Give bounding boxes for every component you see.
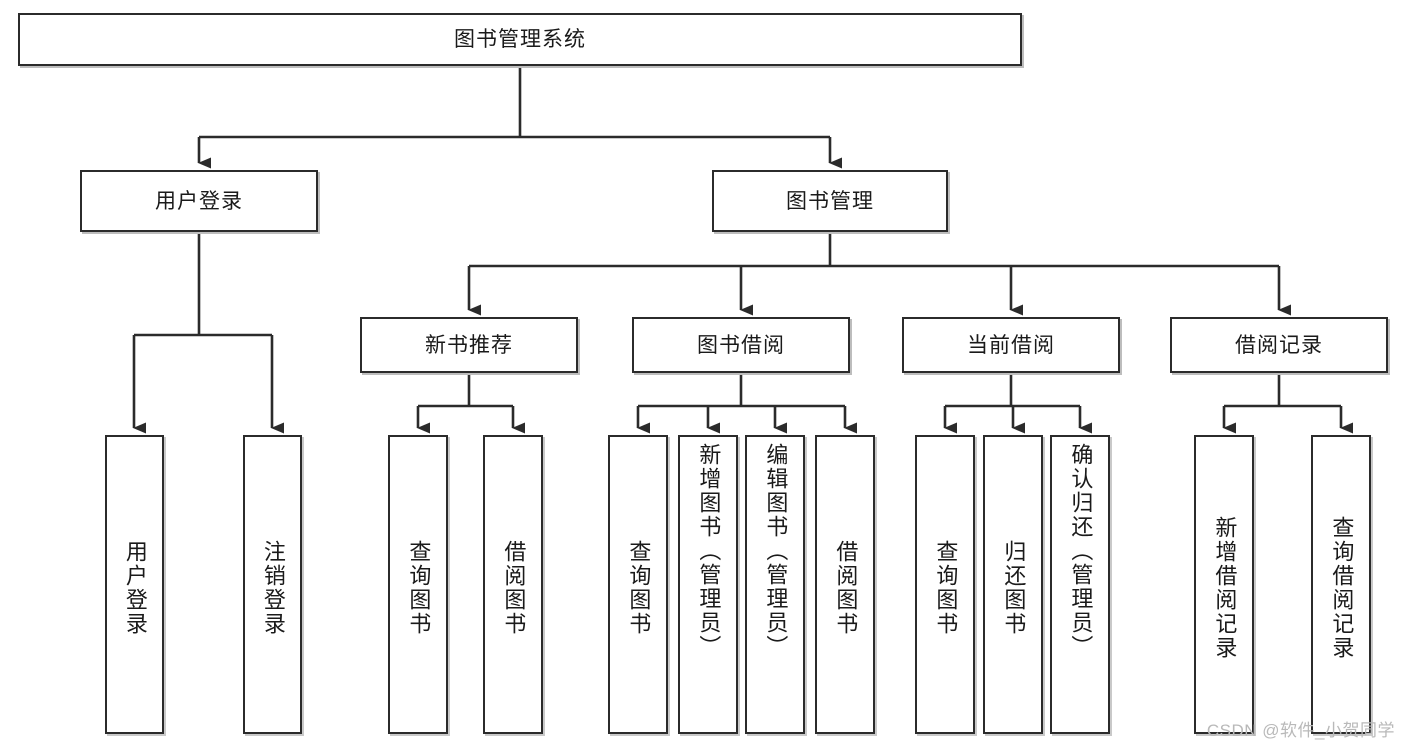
node-current-borrow-label: 当前借阅	[967, 333, 1055, 357]
node-book-management-label: 图书管理	[786, 189, 874, 213]
node-book-borrow[interactable]: 图书借阅	[632, 317, 850, 373]
leaf-logout[interactable]: 注销登录	[243, 435, 302, 734]
leaf-add-book-admin-label: 新增图书（管理员）	[696, 443, 722, 659]
leaf-edit-book-admin-label: 编辑图书（管理员）	[763, 443, 789, 659]
leaf-user-login[interactable]: 用户登录	[105, 435, 164, 734]
leaf-borrow-book-recommend[interactable]: 借阅图书	[483, 435, 543, 734]
node-current-borrow[interactable]: 当前借阅	[902, 317, 1120, 373]
node-book-borrow-label: 图书借阅	[697, 333, 785, 357]
node-root[interactable]: 图书管理系统	[18, 13, 1022, 66]
csdn-watermark: CSDN @软件_小贺同学	[1206, 721, 1395, 740]
leaf-add-book-admin[interactable]: 新增图书（管理员）	[678, 435, 738, 734]
leaf-borrow-book-label: 借阅图书	[833, 539, 859, 636]
leaf-return-book[interactable]: 归还图书	[983, 435, 1043, 734]
node-user-login[interactable]: 用户登录	[80, 170, 318, 232]
leaf-query-book-current-label: 查询图书	[933, 539, 959, 636]
leaf-query-borrow-record[interactable]: 查询借阅记录	[1311, 435, 1371, 734]
leaf-return-book-label: 归还图书	[1001, 539, 1027, 636]
leaf-query-book-current[interactable]: 查询图书	[915, 435, 975, 734]
leaf-add-borrow-record-label: 新增借阅记录	[1212, 515, 1238, 660]
node-new-book-recommend[interactable]: 新书推荐	[360, 317, 578, 373]
leaf-borrow-book-recommend-label: 借阅图书	[501, 539, 527, 636]
leaf-add-borrow-record[interactable]: 新增借阅记录	[1194, 435, 1254, 734]
leaf-confirm-return-admin-label: 确认归还（管理员）	[1068, 443, 1094, 659]
node-user-login-label: 用户登录	[155, 189, 243, 213]
leaf-user-login-label: 用户登录	[122, 539, 148, 636]
node-borrow-record-label: 借阅记录	[1235, 333, 1323, 357]
leaf-logout-label: 注销登录	[260, 539, 286, 636]
leaf-query-book-borrow[interactable]: 查询图书	[608, 435, 668, 734]
leaf-query-book-recommend-label: 查询图书	[406, 539, 432, 636]
leaf-borrow-book[interactable]: 借阅图书	[815, 435, 875, 734]
leaf-confirm-return-admin[interactable]: 确认归还（管理员）	[1050, 435, 1110, 734]
leaf-edit-book-admin[interactable]: 编辑图书（管理员）	[745, 435, 805, 734]
node-borrow-record[interactable]: 借阅记录	[1170, 317, 1388, 373]
node-book-management[interactable]: 图书管理	[712, 170, 948, 232]
leaf-query-borrow-record-label: 查询借阅记录	[1329, 515, 1355, 660]
leaf-query-book-borrow-label: 查询图书	[626, 539, 652, 636]
node-root-label: 图书管理系统	[454, 28, 586, 51]
leaf-query-book-recommend[interactable]: 查询图书	[388, 435, 448, 734]
node-new-book-recommend-label: 新书推荐	[425, 333, 513, 357]
